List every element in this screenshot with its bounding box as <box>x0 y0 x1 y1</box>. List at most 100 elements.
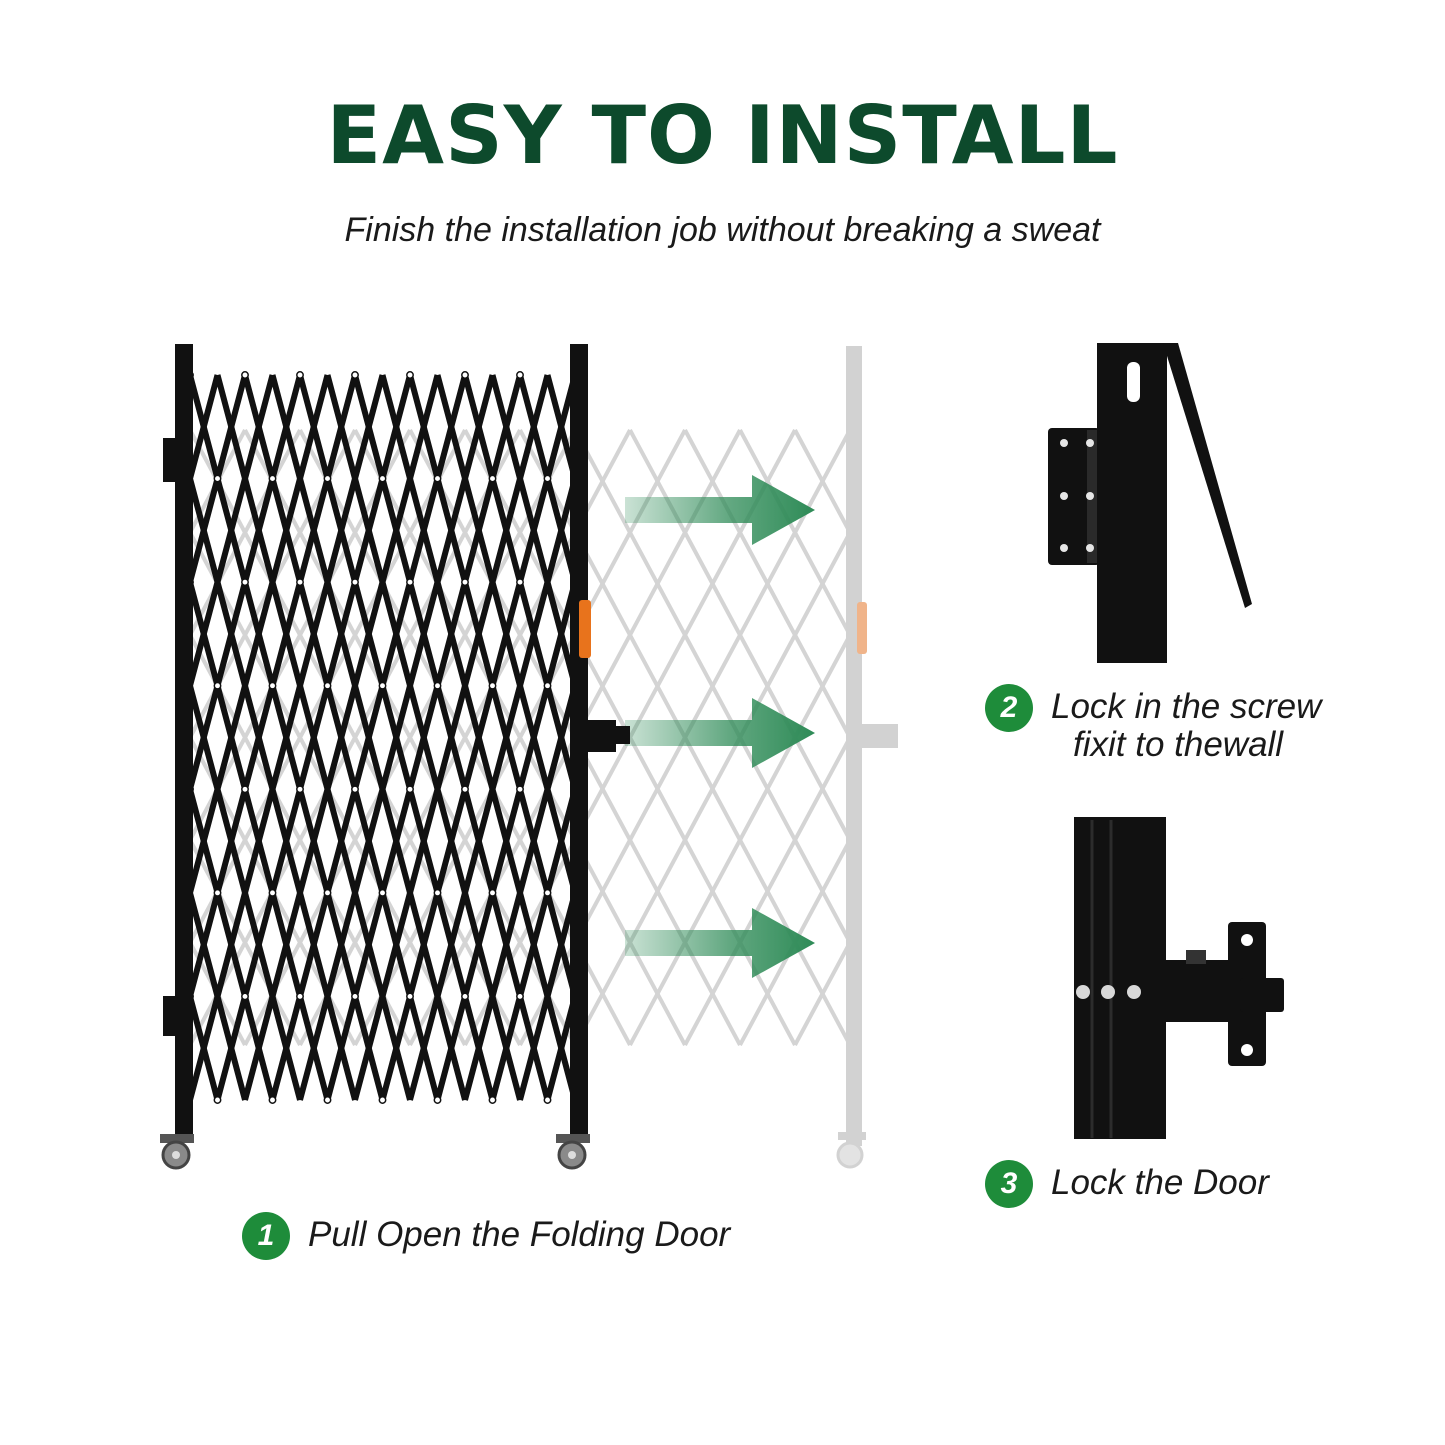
lattice-bar <box>406 374 441 1101</box>
rivet <box>433 474 442 483</box>
rivet <box>516 371 524 379</box>
lattice-bar <box>516 374 551 1101</box>
rivet <box>241 371 249 379</box>
rivet <box>351 785 359 794</box>
lattice-bar <box>434 374 469 1101</box>
arrow-right-icon <box>625 698 815 768</box>
step-2: 2 Lock in the screw fixit to thewall <box>985 684 1321 764</box>
ghost-reflector <box>857 602 867 654</box>
rivet <box>268 681 277 690</box>
lattice-bar <box>351 374 386 1101</box>
latch-icon <box>586 720 630 752</box>
lattice-bar <box>462 429 523 1046</box>
lattice-bar <box>489 374 524 1101</box>
rivet <box>351 992 359 1001</box>
gate-right-post <box>570 344 588 1140</box>
rivet <box>351 578 359 587</box>
latch-closeup <box>1074 817 1284 1139</box>
rivet <box>213 888 222 897</box>
lattice-bar <box>324 374 359 1101</box>
lattice-bar <box>517 429 578 1046</box>
rivet <box>406 785 414 794</box>
lattice-bar <box>297 429 358 1046</box>
rivet <box>406 371 414 379</box>
arrow-right-icon <box>625 475 815 545</box>
rivet <box>488 888 497 897</box>
rivet <box>378 888 387 897</box>
page-title: EASY TO INSTALL <box>326 89 1119 182</box>
rivet <box>488 474 497 483</box>
rivet <box>406 992 414 1001</box>
rivet <box>296 578 304 587</box>
rivet <box>543 474 552 483</box>
lattice-bar <box>352 429 413 1046</box>
rivet <box>543 681 552 690</box>
rivet <box>378 474 387 483</box>
hinge-closeup <box>1048 343 1252 663</box>
hinge-icon <box>163 996 177 1036</box>
ghost-caster-wheel-icon <box>836 1132 866 1169</box>
lattice-bar <box>297 429 358 1046</box>
lattice-bar <box>462 429 523 1046</box>
step-number-badge: 2 <box>985 684 1033 732</box>
rivet <box>213 681 222 690</box>
page-subtitle: Finish the installation job without brea… <box>344 211 1101 249</box>
lattice-bar <box>186 374 221 1101</box>
arrow-right-icon <box>625 908 815 978</box>
rivet <box>296 371 304 379</box>
caster-wheel-icon <box>556 1134 590 1170</box>
gate-left-post <box>175 344 193 1140</box>
hinge-icon <box>163 438 177 482</box>
rivet <box>213 1096 222 1104</box>
step-label: Pull Open the Folding Door <box>308 1215 731 1254</box>
rivet <box>461 992 469 1001</box>
rivet <box>323 888 332 897</box>
rivet <box>461 578 469 587</box>
lattice-bar <box>407 429 468 1046</box>
rivet <box>241 992 249 1001</box>
lattice-bar <box>187 429 248 1046</box>
lattice-bar <box>241 374 276 1101</box>
rivet <box>543 1096 552 1104</box>
step-number-badge: 1 <box>242 1212 290 1260</box>
rivet <box>516 578 524 587</box>
rivet <box>296 785 304 794</box>
rivet <box>268 1096 277 1104</box>
lattice-bar <box>214 374 249 1101</box>
rivet <box>241 785 249 794</box>
step-number-badge: 3 <box>985 1160 1033 1208</box>
lattice-bar <box>296 374 331 1101</box>
ghost-end-post <box>846 346 862 1146</box>
lattice-bar <box>352 429 413 1046</box>
step-label-line2: fixit to thewall <box>1073 725 1284 764</box>
lattice-bar <box>269 374 304 1101</box>
rivet <box>433 681 442 690</box>
rivet <box>433 888 442 897</box>
rivet <box>488 681 497 690</box>
rivet <box>296 992 304 1001</box>
lattice-bar <box>242 429 303 1046</box>
rivet <box>461 785 469 794</box>
rivet <box>323 1096 332 1104</box>
ghost-latch <box>862 724 898 748</box>
step-1: 1 Pull Open the Folding Door <box>242 1212 730 1260</box>
step-label: Lock the Door <box>1051 1163 1269 1202</box>
rivet <box>378 681 387 690</box>
lattice-bar <box>407 429 468 1046</box>
lattice-bar <box>517 429 578 1046</box>
caster-wheel-icon <box>160 1134 194 1170</box>
rivet <box>433 1096 442 1104</box>
rivet <box>323 681 332 690</box>
lattice-bar <box>461 374 496 1101</box>
rivet <box>516 992 524 1001</box>
rivet <box>241 578 249 587</box>
lattice-bar <box>187 429 248 1046</box>
rivet <box>406 578 414 587</box>
rivet <box>461 371 469 379</box>
rivet <box>268 888 277 897</box>
rivet <box>543 888 552 897</box>
rivet <box>213 474 222 483</box>
step-label-line1: Lock in the screw <box>1051 687 1322 726</box>
rivet <box>268 474 277 483</box>
